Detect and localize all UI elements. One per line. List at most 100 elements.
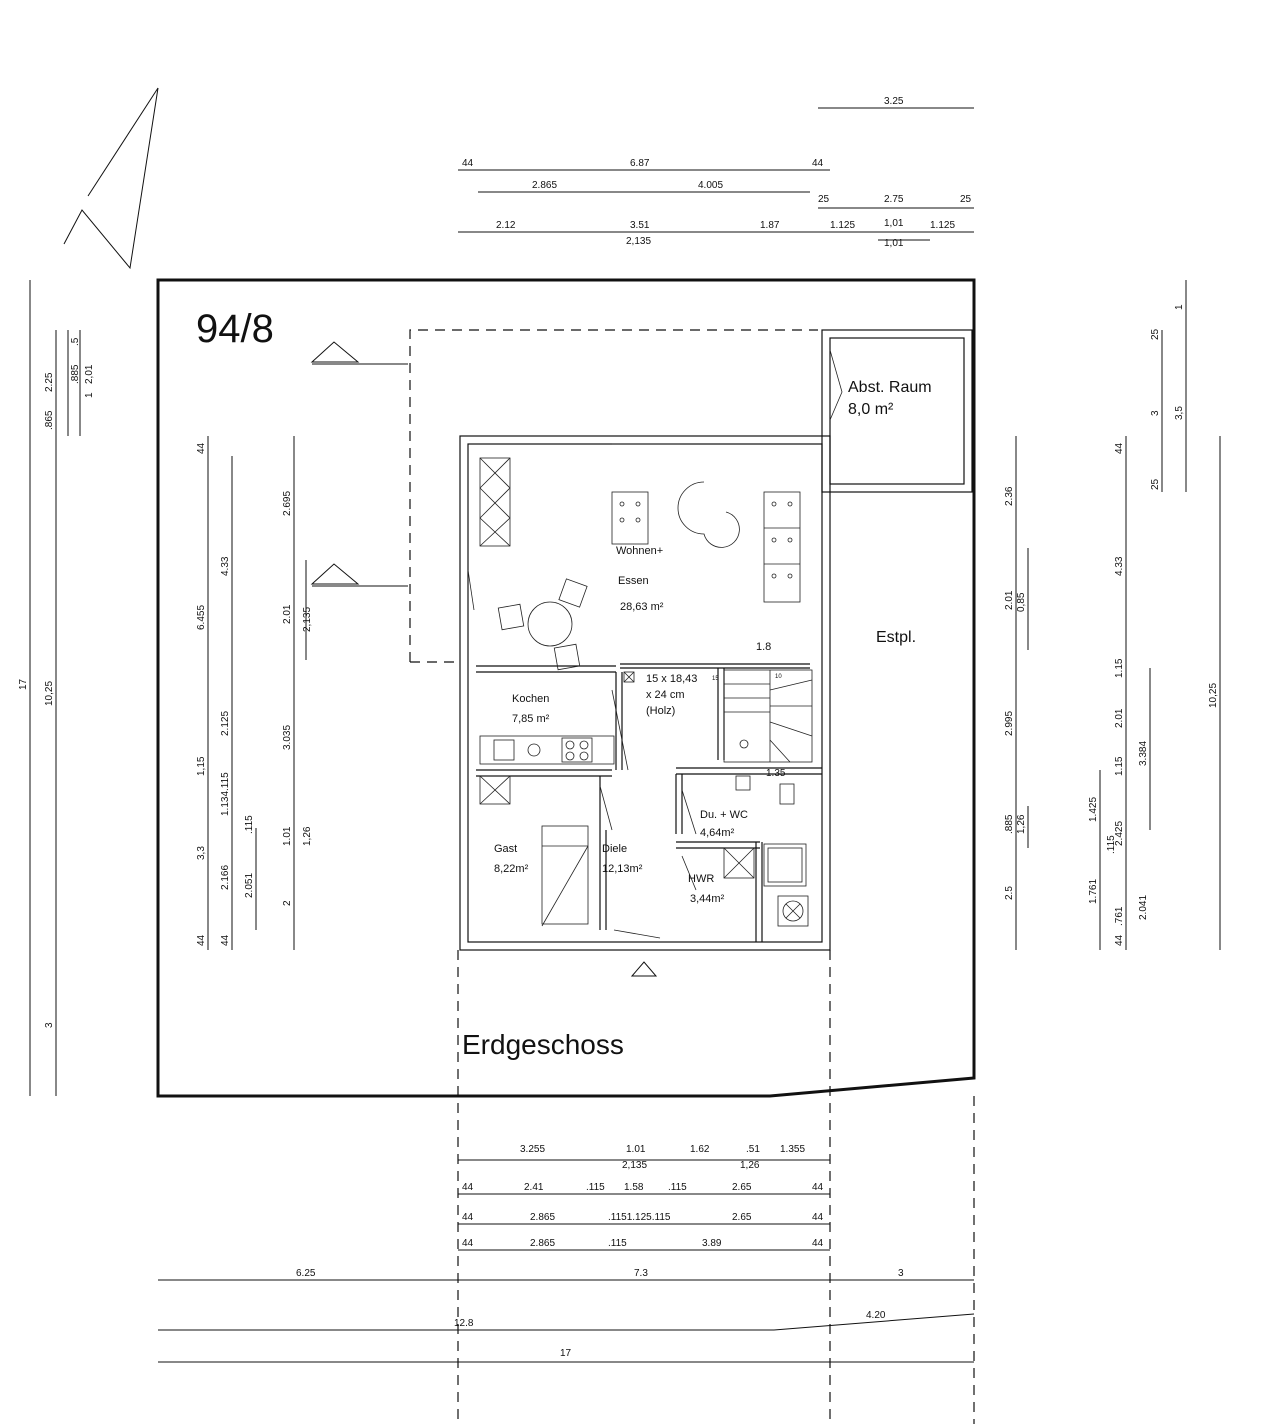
stair-small-label: 1.35	[766, 768, 786, 779]
dim-left-h2135: 2,135	[302, 607, 313, 632]
dim-bot-r2-44b: 44	[812, 1182, 824, 1193]
room-diele-area: 12,13m²	[602, 863, 643, 875]
living-furniture	[497, 481, 801, 671]
room-diele-label: Diele	[602, 843, 627, 855]
room-hwr-label: HWR	[688, 873, 714, 885]
stairs-spec-3: (Holz)	[646, 705, 675, 717]
dim-bot-625: 6.25	[296, 1268, 316, 1279]
dim-right-b1: 1	[1174, 304, 1185, 310]
dim-left-5: .5	[70, 337, 81, 346]
dim-left-g201: 2.01	[282, 604, 293, 624]
dim-right-b25a: 25	[1150, 328, 1161, 340]
left-dimensions	[29, 280, 307, 1096]
room-estpl-label: Estpl.	[876, 629, 916, 646]
dim-bot-162: 1.62	[690, 1144, 710, 1155]
kitchen-counter	[479, 735, 615, 765]
dim-right-c115c: .115	[1106, 835, 1117, 854]
right-dimension-labels: 2.36 2.01 0,85 2.995 .885 1,26 2.5 1 25 …	[1004, 304, 1219, 946]
dim-right-25: 2.5	[1004, 886, 1015, 900]
dim-right-201: 2.01	[1004, 590, 1015, 610]
dim-left-2051: 2.051	[244, 873, 255, 898]
dim-right-236: 2.36	[1004, 486, 1015, 506]
dim-left-225: 2.25	[44, 372, 55, 392]
dim-top-275: 2.75	[884, 194, 904, 205]
plot-boundary	[156, 278, 976, 1098]
bottom-dimensions	[158, 1159, 975, 1363]
dim-top-325: 3.25	[884, 96, 904, 107]
dim-bot-r3-2865: 2.865	[530, 1212, 555, 1223]
dim-right-c2425: 2.425	[1114, 821, 1125, 846]
dim-left-1025: 10,25	[44, 681, 55, 706]
dim-bot-r3-44a: 44	[462, 1212, 474, 1223]
dim-right-d3384: 3.384	[1138, 741, 1149, 766]
dim-right-c44a: 44	[1114, 442, 1125, 454]
dim-top-44b: 44	[812, 158, 824, 169]
dim-top-351: 3.51	[630, 220, 650, 231]
dim-bot-3255: 3.255	[520, 1144, 545, 1155]
dim-right-2995: 2.995	[1004, 711, 1015, 736]
dim-right-c201: 2.01	[1114, 708, 1125, 728]
terrace-outline	[409, 329, 818, 662]
storage-room	[821, 329, 973, 493]
dim-right-b35: 3,5	[1174, 406, 1185, 420]
dim-left-3: 3	[44, 1022, 55, 1028]
stair-num-2: 15	[712, 676, 719, 682]
extension-lines	[457, 950, 975, 1424]
dim-top-187: 1.87	[760, 220, 780, 231]
stair-width-label: 1.8	[756, 641, 771, 653]
dim-top-25a: 25	[818, 194, 830, 205]
dim-bot-r2-265: 2.65	[732, 1182, 752, 1193]
dim-bot-r3-44b: 44	[812, 1212, 824, 1223]
dim-top-44a: 44	[462, 158, 474, 169]
room-duwc-area: 4,64m²	[700, 827, 735, 839]
bathroom-fixtures	[763, 843, 809, 927]
dim-bot-r4-44a: 44	[462, 1238, 474, 1249]
dim-bot-r2-44a: 44	[462, 1182, 474, 1193]
room-essen-label: Essen	[618, 575, 649, 587]
dim-right-e1025: 10,25	[1208, 683, 1219, 708]
stairs-spec-1: 15 x 18,43	[646, 673, 697, 685]
stair-num-1: 10	[775, 674, 782, 680]
room-wohnen-label: Wohnen+	[616, 545, 663, 557]
dim-bot-1355: 1.355	[780, 1144, 805, 1155]
dim-bot-r4-389: 3.89	[702, 1238, 722, 1249]
dim-left-g101: 1.01	[282, 826, 293, 846]
dim-bot-r4-44b: 44	[812, 1238, 824, 1249]
dim-left-2125: 2.125	[220, 711, 231, 736]
dim-bot-r4-2865: 2.865	[530, 1238, 555, 1249]
level-marker-icon	[310, 341, 658, 977]
room-kochen-label: Kochen	[512, 693, 549, 705]
dim-left-2: 2	[282, 900, 293, 906]
dim-bot-2135: 2,135	[622, 1160, 647, 1171]
dim-bot-3: 3	[898, 1268, 904, 1279]
cabinet-icons	[479, 457, 755, 879]
dim-left-113: 1.134.115	[220, 772, 231, 816]
room-abst-label: Abst. Raum	[848, 379, 932, 396]
right-dimensions	[1015, 280, 1221, 950]
dim-left-e44: 44	[220, 934, 231, 946]
dim-left-44a: 44	[196, 442, 207, 454]
dim-left-6455: 6.455	[196, 605, 207, 630]
dim-bot-r2-115a: .115	[586, 1182, 605, 1193]
dim-bot-17: 17	[560, 1348, 572, 1359]
dim-right-c433: 4.33	[1114, 556, 1125, 576]
dim-right-b25b: 25	[1150, 478, 1161, 490]
room-kochen-area: 7,85 m²	[512, 713, 550, 725]
dim-left-1: 1	[84, 392, 95, 398]
dim-left-115a: 1,15	[196, 756, 207, 776]
left-dimension-labels: 17 10,25 3 2.25 .865 .5 .885 2,01 1 44 6…	[18, 337, 313, 1028]
dim-bot-r2-115b: .115	[668, 1182, 687, 1193]
dim-bot-420: 4.20	[866, 1310, 886, 1321]
dim-bot-r2-241: 2.41	[524, 1182, 544, 1193]
dim-right-c115a: 1.15	[1114, 658, 1125, 678]
dim-right-c115b: 1.15	[1114, 756, 1125, 776]
dim-left-433: 4.33	[220, 556, 231, 576]
top-dimensions	[458, 107, 974, 241]
room-duwc-label: Du. + WC	[700, 809, 748, 821]
dim-bot-51: .51	[746, 1144, 760, 1155]
dim-top-2135: 2,135	[626, 236, 651, 247]
dim-left-3035: 3.035	[282, 725, 293, 750]
dim-bot-r4-115: .115	[608, 1238, 627, 1249]
dim-bot-101: 1.01	[626, 1144, 646, 1155]
